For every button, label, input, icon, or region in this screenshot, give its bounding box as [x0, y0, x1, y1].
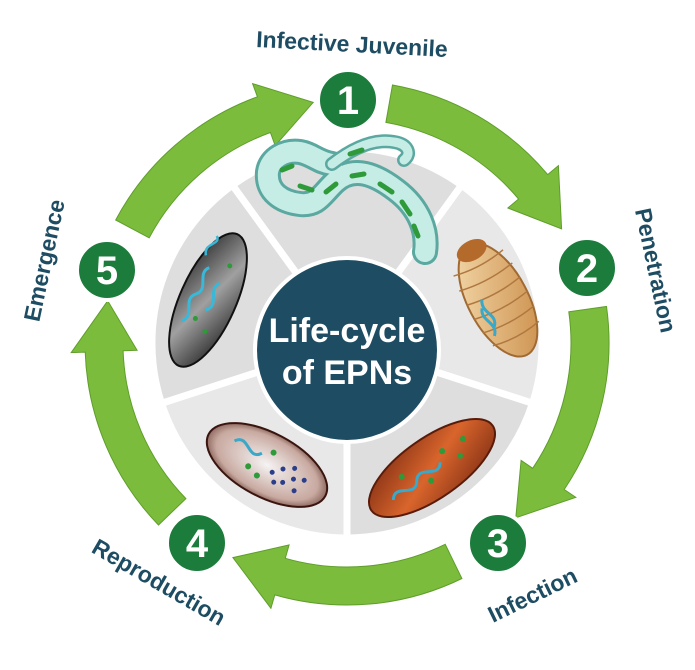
stage-1-label: Infective Juvenile — [256, 26, 449, 62]
cycle-arrow-1 — [385, 84, 563, 230]
stage-5-label: Emergence — [19, 197, 70, 324]
stage-3-badge: 3 — [466, 511, 530, 575]
cycle-arrow-ring — [70, 82, 610, 610]
emergence-cadaver-illustration — [168, 232, 248, 368]
stage-4-number: 4 — [186, 522, 209, 566]
penetration-larva-illustration — [453, 238, 540, 358]
stage-number-badges: 1 2 3 4 5 — [75, 68, 619, 575]
cycle-arrow-5 — [115, 82, 315, 239]
stage-3-number: 3 — [487, 522, 509, 566]
infection-larva-illustration — [367, 417, 497, 519]
stage-2-label: Penetration — [630, 206, 682, 335]
cycle-arrow-3 — [232, 543, 463, 610]
infective-juvenile-nematode-illustration — [254, 134, 439, 265]
stage-5-badge: 5 — [75, 238, 139, 302]
stage-2-badge: 2 — [555, 236, 619, 300]
stage-1-number: 1 — [337, 79, 359, 123]
stage-2-number: 2 — [576, 247, 598, 291]
reproduction-larva-illustration — [205, 422, 329, 508]
center-title-line-2: of EPNs — [282, 354, 412, 392]
stage-4-badge: 4 — [165, 511, 229, 575]
stage-1-badge: 1 — [316, 68, 380, 132]
center-circle — [253, 256, 441, 444]
center-title-line-1: Life-cycle — [269, 312, 426, 350]
stage-5-number: 5 — [96, 249, 118, 293]
